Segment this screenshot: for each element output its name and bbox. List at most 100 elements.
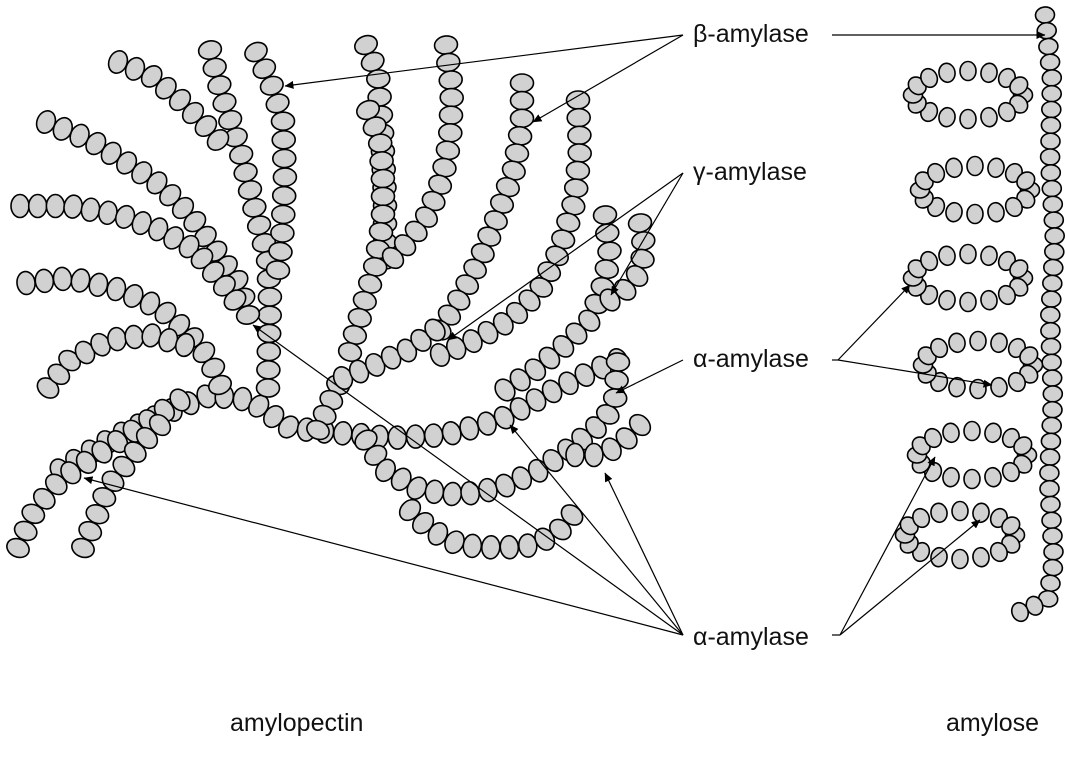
glucose-unit bbox=[584, 442, 604, 468]
glucose-unit bbox=[959, 60, 977, 82]
glucose-unit bbox=[256, 359, 281, 380]
glucose-unit bbox=[233, 162, 258, 183]
glucose-unit bbox=[1040, 337, 1062, 356]
enzyme-pointers bbox=[83, 31, 1046, 636]
glucose-unit bbox=[1039, 479, 1060, 498]
glucose-unit bbox=[990, 332, 1008, 354]
pointer-arrow bbox=[837, 284, 911, 361]
glucose-unit bbox=[966, 203, 984, 225]
pointer-arrow bbox=[83, 476, 684, 636]
glucose-unit bbox=[959, 291, 977, 313]
glucose-unit bbox=[930, 337, 949, 359]
glucose-unit bbox=[1040, 116, 1062, 135]
glucose-unit bbox=[963, 420, 981, 442]
glucose-unit bbox=[997, 101, 1016, 123]
glucose-unit bbox=[174, 332, 196, 358]
glucose-unit bbox=[563, 178, 589, 198]
glucose-unit bbox=[271, 185, 297, 206]
glucose-unit bbox=[972, 502, 990, 524]
glucose-unit bbox=[1009, 259, 1029, 279]
glucose-unit bbox=[494, 378, 516, 402]
glucose-unit bbox=[435, 140, 461, 161]
glucose-unit bbox=[44, 473, 68, 496]
amylopectin-label: amylopectin bbox=[230, 709, 364, 737]
glucose-unit bbox=[255, 378, 281, 398]
glucose-unit bbox=[1042, 274, 1063, 293]
glucose-unit bbox=[951, 500, 969, 522]
glucose-unit bbox=[34, 268, 55, 294]
pointer-arrow bbox=[509, 424, 684, 636]
pointer-arrow bbox=[615, 359, 684, 394]
glucose-unit bbox=[16, 270, 36, 296]
glucose-unit bbox=[509, 90, 535, 111]
glucose-unit bbox=[509, 108, 535, 129]
glucose-unit bbox=[88, 272, 109, 297]
glucose-unit bbox=[507, 125, 533, 146]
glucose-unit bbox=[1041, 100, 1062, 119]
glucose-unit bbox=[223, 289, 247, 311]
glucose-unit bbox=[1040, 574, 1061, 593]
glucose-unit bbox=[969, 330, 987, 352]
glucose-unit bbox=[972, 546, 990, 568]
glucose-unit bbox=[1001, 516, 1021, 536]
glucose-unit bbox=[1040, 432, 1062, 451]
glucose-unit bbox=[920, 250, 939, 272]
glucose-unit bbox=[604, 370, 629, 390]
glucose-unit bbox=[235, 305, 261, 325]
glucose-unit bbox=[920, 67, 939, 89]
glucose-unit bbox=[930, 546, 948, 568]
pointer-arrow bbox=[839, 519, 981, 636]
glucose-unit bbox=[1044, 242, 1065, 261]
glucose-unit bbox=[930, 502, 948, 524]
glucose-unit bbox=[270, 111, 296, 132]
glucose-unit bbox=[381, 246, 405, 270]
glucose-unit bbox=[45, 193, 66, 219]
alpha-amylase-lower-label: α-amylase bbox=[693, 623, 809, 651]
glucose-unit bbox=[1039, 53, 1061, 72]
glucose-unit bbox=[439, 87, 464, 108]
glucose-unit bbox=[169, 388, 191, 412]
glucose-unit bbox=[942, 466, 960, 488]
glucose-unit bbox=[1041, 84, 1062, 103]
glucose-unit bbox=[271, 129, 296, 150]
glucose-unit bbox=[257, 305, 282, 326]
glucose-unit bbox=[337, 341, 363, 363]
glucose-unit bbox=[277, 415, 300, 439]
glucose-unit bbox=[257, 287, 283, 307]
glucose-unit bbox=[438, 105, 464, 126]
glucose-unit bbox=[1043, 211, 1065, 229]
glucose-unit bbox=[959, 108, 977, 130]
glucose-unit bbox=[969, 378, 987, 400]
glucose-unit bbox=[10, 193, 30, 219]
glucose-unit bbox=[1041, 179, 1063, 198]
glucose-unit bbox=[27, 193, 48, 219]
glucose-unit bbox=[927, 162, 946, 184]
glucose-unit bbox=[423, 423, 444, 448]
glucose-unit bbox=[370, 204, 396, 224]
glucose-unit bbox=[80, 197, 101, 222]
glucose-unit bbox=[1039, 464, 1060, 482]
glucose-unit bbox=[945, 157, 963, 179]
glucose-unit bbox=[938, 62, 956, 84]
glucose-unit bbox=[1041, 369, 1063, 387]
alpha-amylase-upper-label: α-amylase bbox=[693, 345, 809, 373]
glucose-unit bbox=[1013, 436, 1033, 456]
glucose-unit bbox=[1041, 69, 1063, 87]
glucose-unit bbox=[924, 427, 943, 449]
pointer-arrow bbox=[532, 34, 684, 123]
glucose-unit bbox=[63, 194, 83, 219]
glucose-unit bbox=[1042, 558, 1064, 577]
glucose-unit bbox=[565, 442, 585, 468]
glucose-unit bbox=[980, 245, 998, 267]
glucose-unit bbox=[980, 62, 998, 84]
glucose-unit bbox=[460, 480, 480, 506]
glucose-unit bbox=[594, 259, 619, 280]
glucose-unit bbox=[21, 503, 46, 525]
glucose-unit bbox=[1036, 21, 1057, 40]
pointer-arrow bbox=[610, 172, 684, 296]
glucose-unit bbox=[480, 535, 501, 560]
glucose-unit bbox=[987, 157, 1005, 179]
glucose-unit bbox=[1019, 346, 1039, 366]
glucose-unit bbox=[1040, 163, 1062, 182]
glucose-unit bbox=[52, 266, 73, 292]
